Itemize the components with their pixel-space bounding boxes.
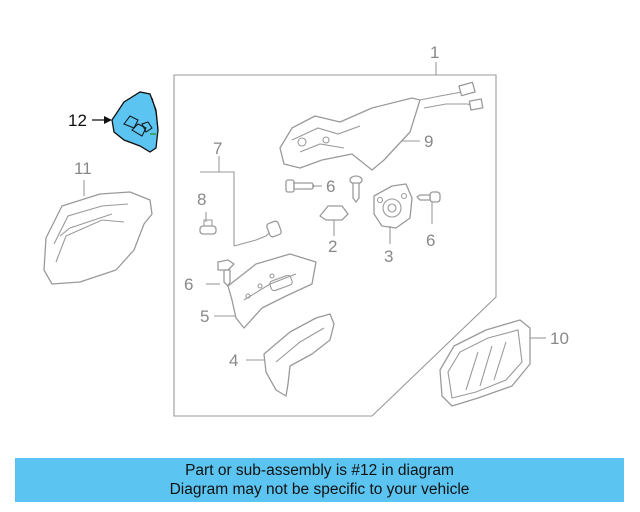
callout-11: 11 [74,159,92,178]
leader-12-arrowhead [104,116,112,124]
part-9-mirror-base [279,81,484,171]
part-6-screw-a [285,179,315,193]
caption-line-1: Part or sub-assembly is #12 in diagram [185,462,454,479]
part-6-screw-d [217,259,235,287]
part-8-bulb [199,219,217,235]
part-5-lamp-housing [227,253,317,329]
part-7-wire-harness [233,220,282,247]
part-10-mirror-glass [439,319,531,407]
callout-6c: 6 [184,275,193,294]
callout-5: 5 [200,307,209,326]
caption-banner: Part or sub-assembly is #12 in diagram D… [15,458,624,502]
callout-6b: 6 [426,231,435,250]
part-11-mirror-cover [43,191,153,285]
callout-3: 3 [384,247,393,266]
leader-7 [200,171,235,246]
part-12-highlighted [111,91,159,153]
caption-line-2: Diagram may not be specific to your vehi… [169,481,470,498]
part-4-lens [263,313,335,397]
callout-12: 12 [68,111,87,130]
callout-1: 1 [430,43,439,62]
callout-9: 9 [424,132,433,151]
part-3-motor [373,183,413,229]
callout-2: 2 [328,237,337,256]
callout-10: 10 [550,329,569,348]
part-6-screw-b [349,175,363,203]
callout-6a: 6 [326,177,335,196]
part-2-clip [319,205,349,221]
callout-4: 4 [229,351,238,370]
callout-7: 7 [213,139,222,158]
callout-8: 8 [197,190,206,209]
part-6-screw-c [416,191,441,203]
assembly-outline [173,74,497,417]
